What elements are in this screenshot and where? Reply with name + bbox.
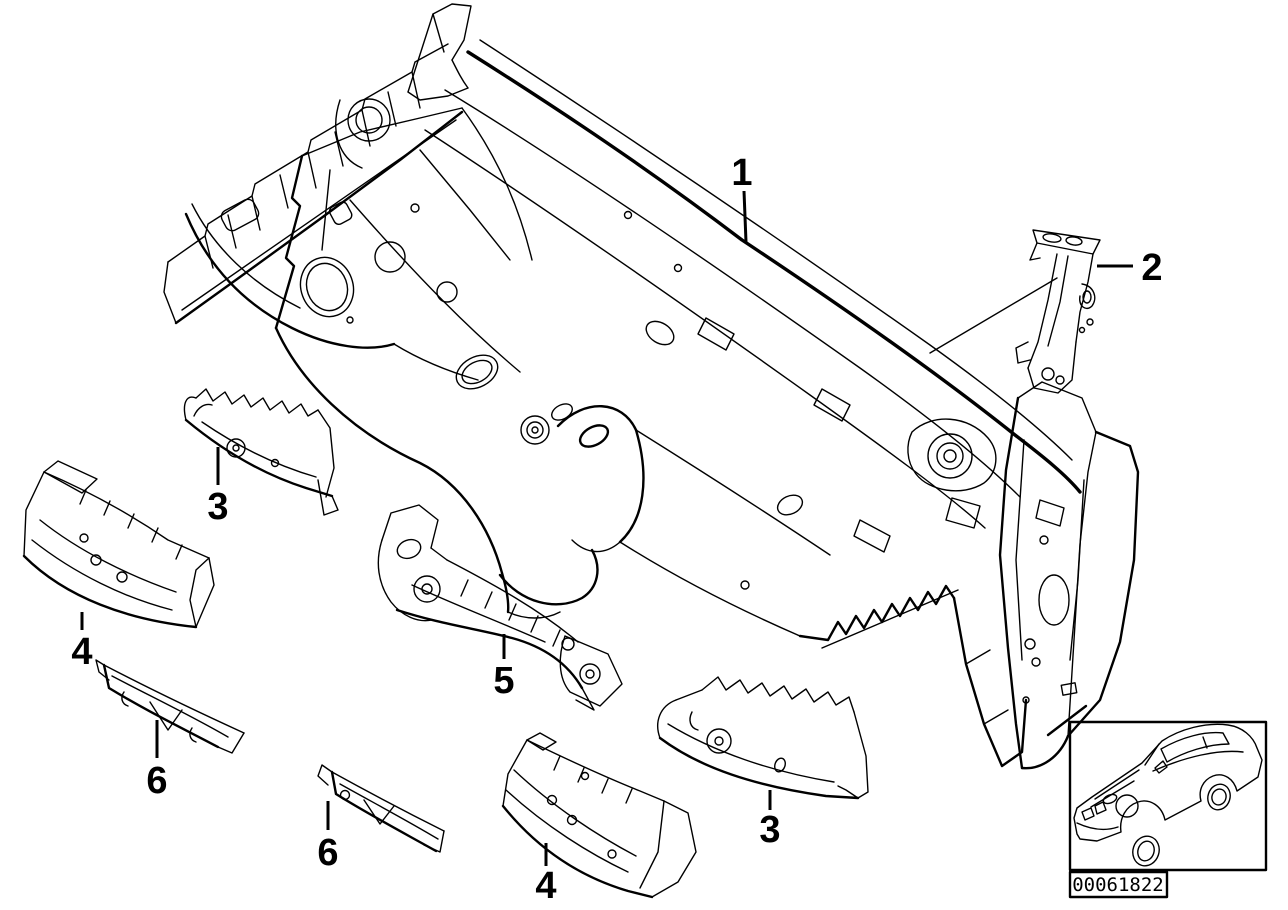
location-marker-dot <box>1115 794 1139 818</box>
part-6-lower-wedge-drawing <box>317 764 445 853</box>
callout-6-left: 6 <box>146 720 168 802</box>
callout-1-leader <box>742 190 748 243</box>
part-4-left-support-drawing <box>22 460 215 629</box>
part-number-border <box>1068 870 1169 899</box>
thumbnail-border <box>1068 720 1268 872</box>
part-6-left-wedge-drawing <box>95 659 245 754</box>
part-5-brace-drawing <box>377 504 623 711</box>
part-number-label: 00061822 <box>1072 874 1164 896</box>
main-assembly-drawing <box>163 3 1140 770</box>
callout-1: 1 <box>731 152 753 243</box>
car-location-thumbnail <box>1068 720 1268 872</box>
part-3-upper-rail-drawing <box>183 388 339 516</box>
callout-2: 2 <box>1097 247 1163 289</box>
callout-5: 5 <box>493 634 515 702</box>
callout-4-lower: 4 <box>535 843 557 907</box>
callout-6-lower: 6 <box>317 801 339 874</box>
callout-1-label: 1 <box>731 152 752 194</box>
part-2-bracket-drawing <box>1015 229 1101 394</box>
part-4-lower-support-drawing <box>501 732 697 899</box>
callout-6-left-label: 6 <box>146 760 167 802</box>
callout-2-label: 2 <box>1141 247 1162 289</box>
part-number-box: 00061822 <box>1068 870 1169 899</box>
callout-3-upper-label: 3 <box>207 486 228 528</box>
callout-6-lower-label: 6 <box>317 832 338 874</box>
callout-3-lower: 3 <box>759 790 781 851</box>
bmw-coupe-icon <box>1073 723 1263 867</box>
part-3-lower-rail-drawing <box>657 676 869 800</box>
callout-4-left: 4 <box>71 612 93 673</box>
callout-3-upper: 3 <box>207 447 229 528</box>
callout-3-lower-label: 3 <box>759 809 780 851</box>
callout-4-lower-label: 4 <box>535 865 556 907</box>
callout-5-label: 5 <box>493 660 514 702</box>
callout-4-left-label: 4 <box>71 631 92 673</box>
